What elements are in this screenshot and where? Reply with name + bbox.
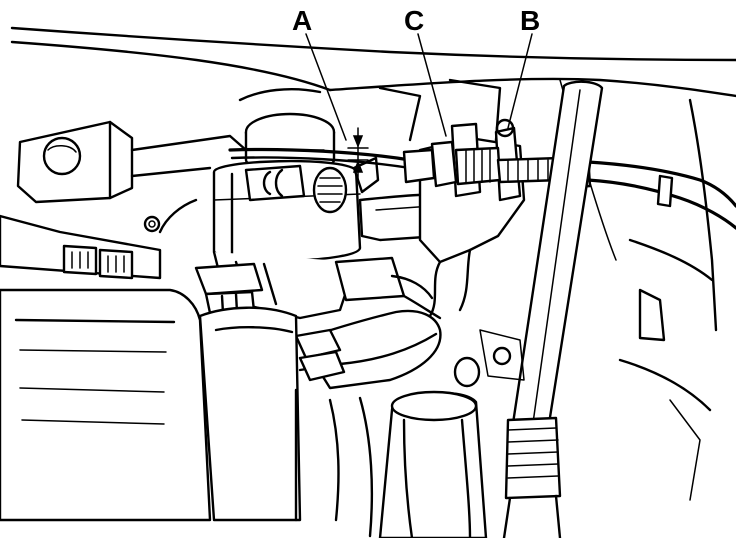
callout-a-label: A (292, 5, 312, 36)
callout-b-label: B (520, 5, 540, 36)
vertical-hose (502, 80, 604, 538)
wiring-harness (0, 214, 442, 390)
callout-c-label: C (404, 5, 424, 36)
manifold-outline (143, 78, 502, 234)
alternator-pulley (328, 329, 525, 538)
air-cleaner-housing (0, 288, 302, 522)
callout-leaders (305, 33, 533, 181)
callout-labels: A C B (292, 5, 540, 36)
left-bracket (16, 120, 248, 204)
